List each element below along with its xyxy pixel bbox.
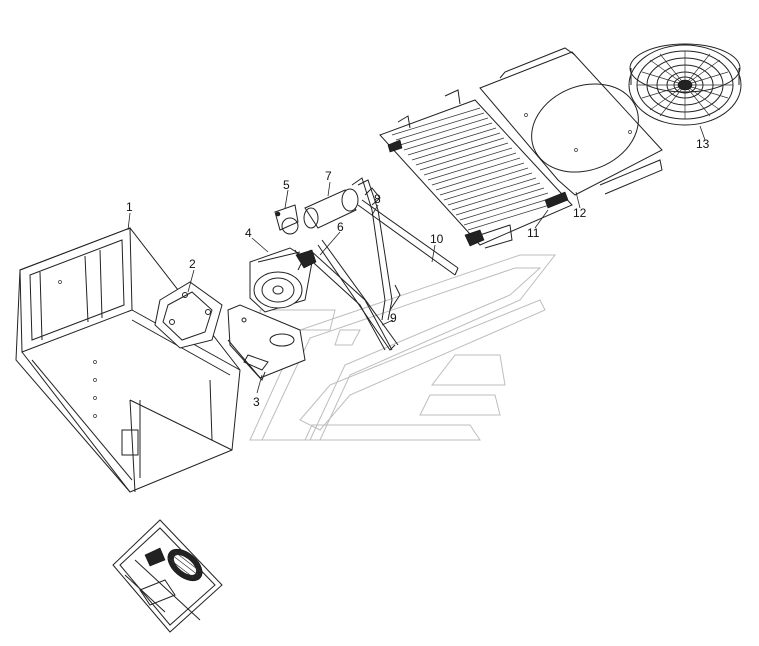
cab-outline-ghost (249, 254, 557, 441)
callout-11: 11 (527, 226, 540, 240)
frame-box-part-1 (15, 227, 241, 493)
fan-plate-part-12 (479, 47, 663, 196)
callout-2: 2 (189, 257, 196, 271)
callout-6: 6 (337, 220, 344, 234)
tube-part-10 (357, 187, 459, 276)
callout-labels: 1 2 3 4 5 6 7 8 9 10 11 12 13 (126, 137, 710, 409)
compressor-bracket-part-3 (227, 304, 306, 381)
leader-lines (127, 125, 706, 394)
callout-7: 7 (325, 169, 332, 183)
compressor-part-4 (249, 247, 317, 313)
callout-8: 8 (374, 192, 381, 206)
callout-3: 3 (253, 395, 260, 409)
pipe-part-8 (351, 177, 401, 321)
callout-5: 5 (283, 178, 290, 192)
callout-1: 1 (126, 200, 133, 214)
callout-12: 12 (573, 206, 587, 220)
callout-4: 4 (245, 226, 252, 240)
callout-9: 9 (390, 311, 397, 325)
condenser-part-11 (379, 89, 573, 249)
inset-view (112, 519, 223, 633)
fan-part-13 (628, 43, 742, 126)
callout-13: 13 (696, 137, 710, 151)
callout-10: 10 (430, 232, 444, 246)
receiver-drier-part-7 (303, 188, 359, 229)
bracket-plate-part-2 (154, 281, 223, 349)
clamp-part-5 (274, 204, 299, 235)
hoses-part-6-9 (304, 239, 399, 351)
